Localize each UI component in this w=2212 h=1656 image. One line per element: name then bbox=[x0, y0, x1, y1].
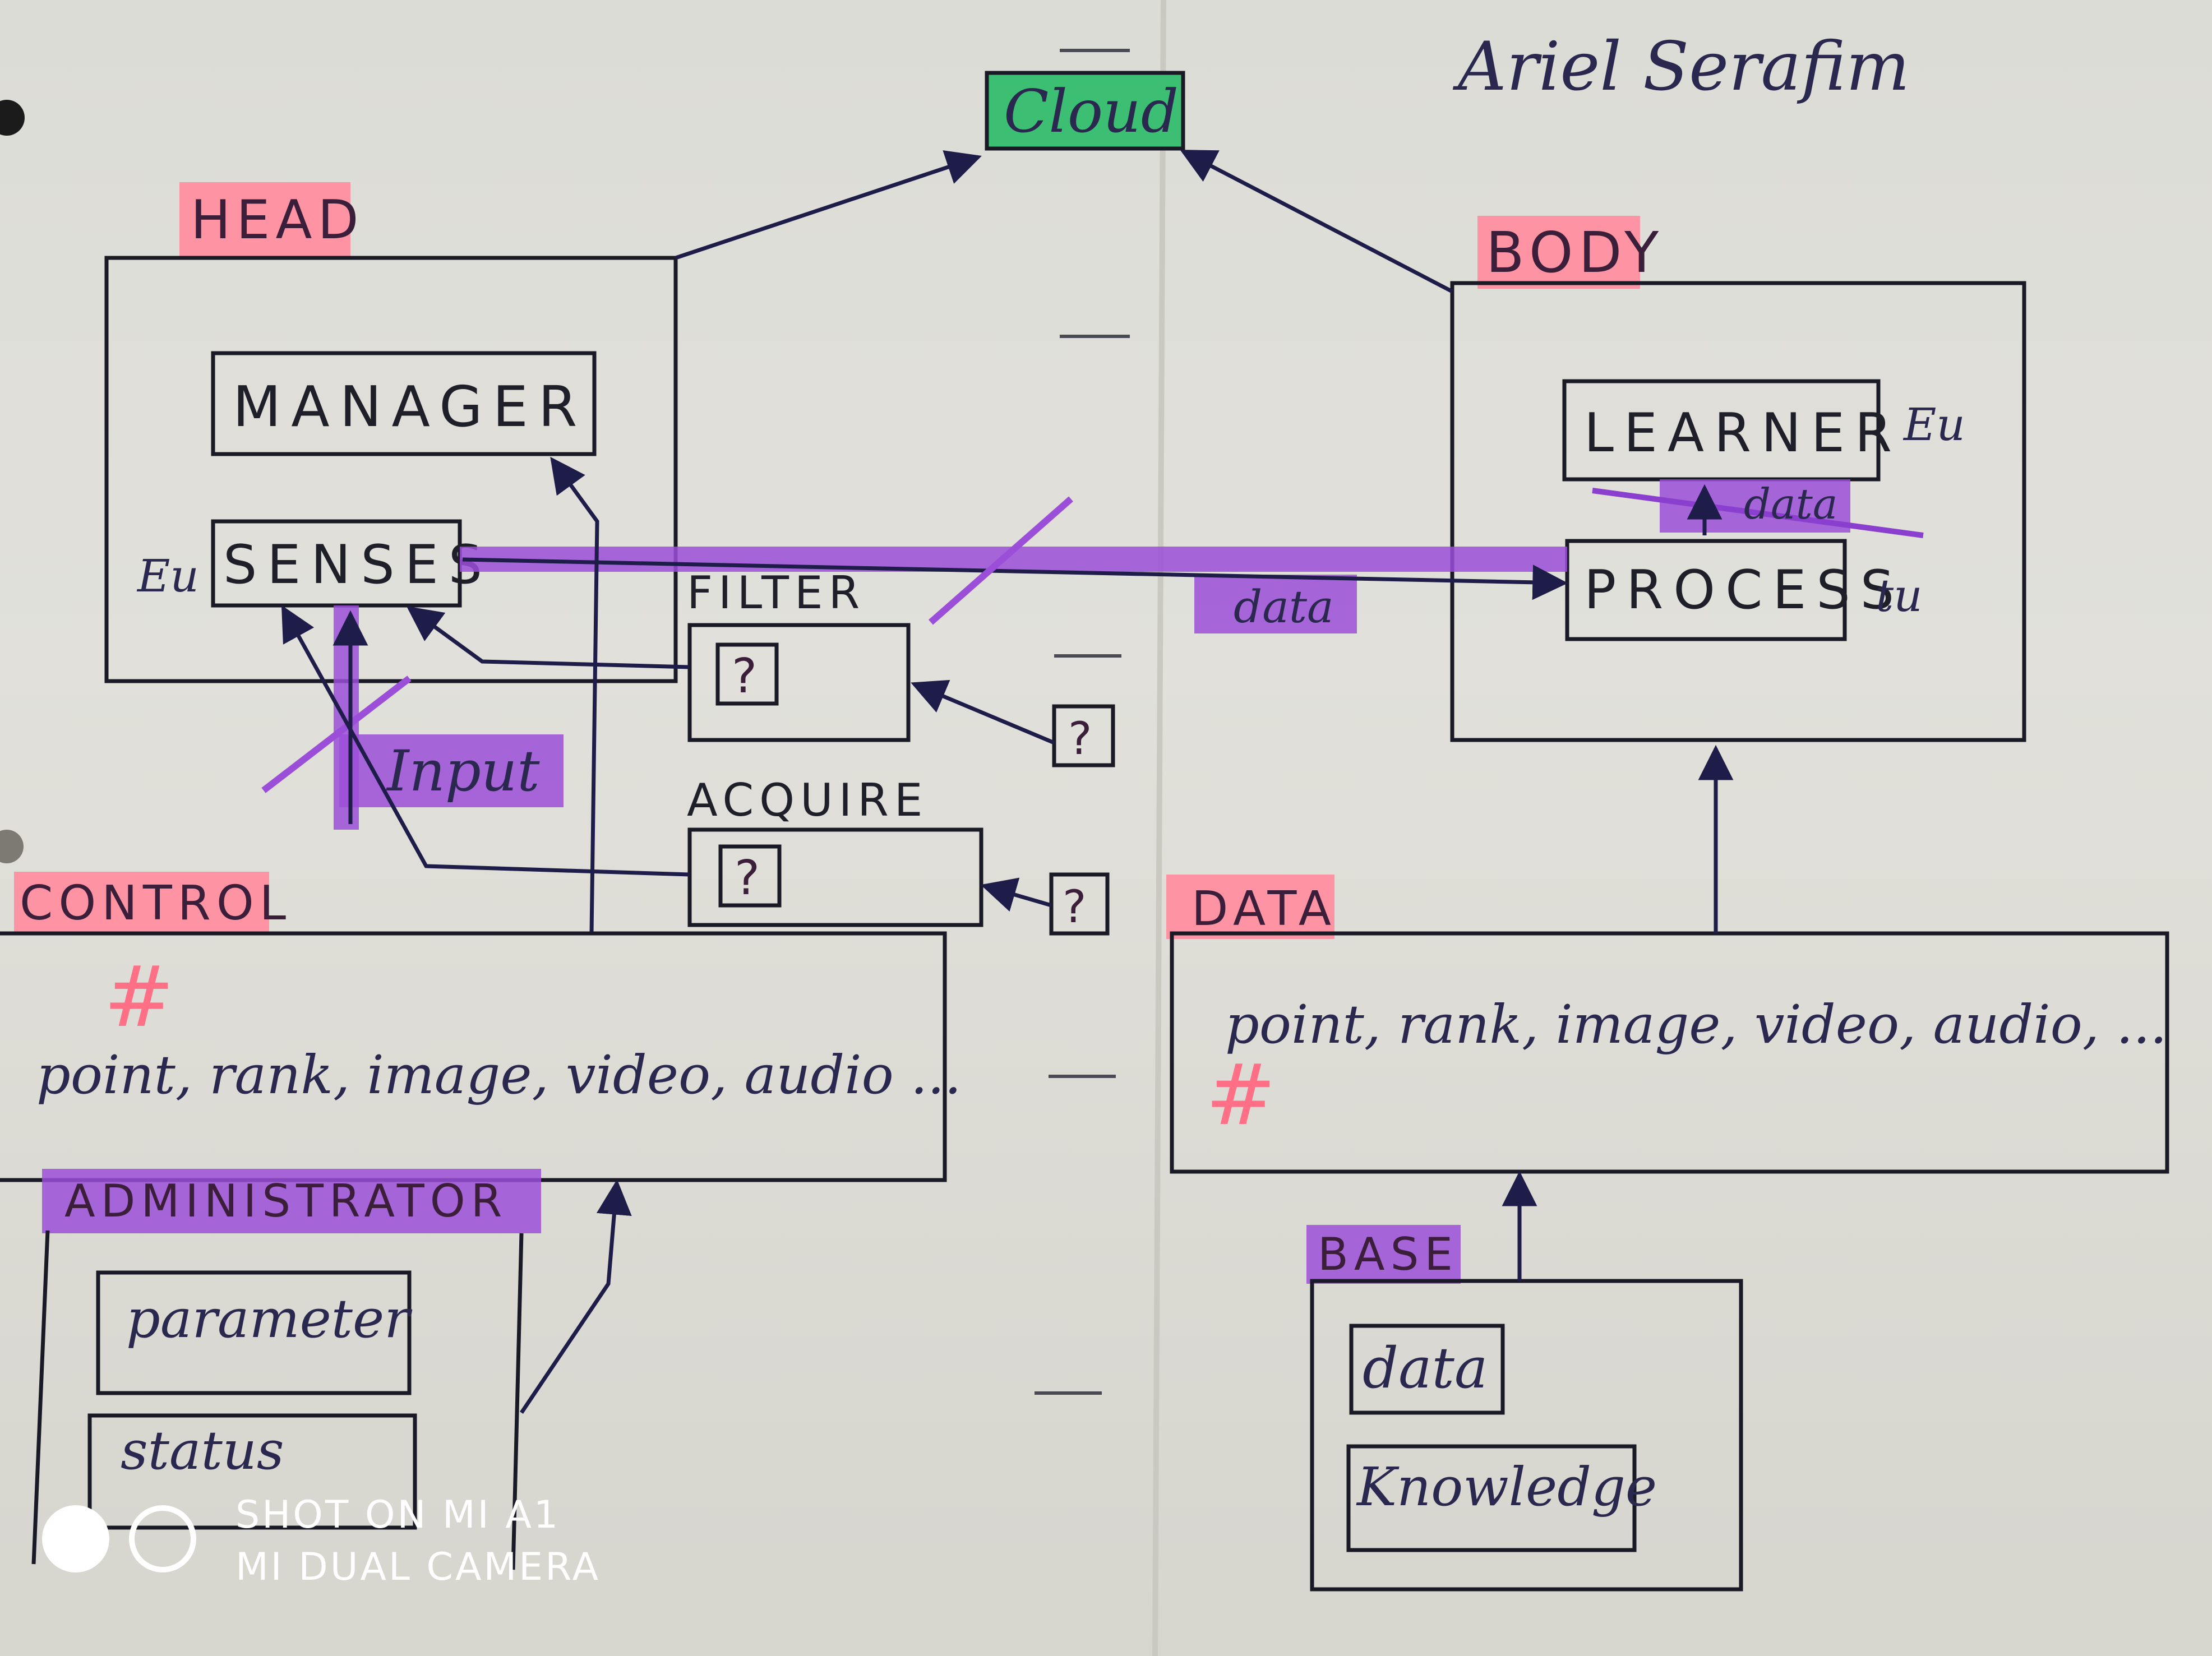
filter-source-box bbox=[1052, 704, 1115, 767]
senses-label: SENSES bbox=[223, 534, 492, 596]
base-box bbox=[1310, 1279, 1743, 1592]
parameter-box bbox=[96, 1270, 412, 1395]
input-strike bbox=[261, 676, 412, 793]
base-data-box bbox=[1349, 1324, 1505, 1415]
page-fold bbox=[1152, 0, 1166, 1656]
data-flow-arrow bbox=[462, 557, 1568, 600]
acquire-inner-box bbox=[718, 844, 782, 908]
data-tag-highlight bbox=[1166, 875, 1334, 939]
watermark-line1: SHOT ON MI A1 bbox=[235, 1493, 560, 1537]
control-mark: # bbox=[104, 949, 174, 1046]
administrator-frame bbox=[31, 1230, 524, 1570]
cloud-box bbox=[985, 71, 1185, 151]
data-flow-label: data bbox=[1234, 581, 1334, 633]
ruled-dashes bbox=[1035, 49, 1130, 1395]
filter-title: FILTER bbox=[687, 567, 865, 619]
acquire-source-arrow bbox=[980, 877, 1052, 912]
filter-inner-mark: ? bbox=[732, 649, 763, 704]
filter-inner-box bbox=[715, 642, 779, 706]
knowledge-box bbox=[1346, 1444, 1637, 1552]
control-tag-highlight bbox=[14, 872, 269, 933]
filter-source-mark: ? bbox=[1068, 713, 1097, 765]
input-label: Input bbox=[386, 738, 540, 804]
knowledge-label: Knowledge bbox=[1356, 1456, 1657, 1518]
acquire-to-senses-arrow bbox=[281, 605, 690, 877]
head-to-cloud-arrow bbox=[675, 150, 982, 260]
data-flow-strike bbox=[929, 496, 1073, 625]
head-tag: HEAD bbox=[191, 189, 364, 251]
control-tag: CONTROL bbox=[20, 876, 292, 931]
data-types: point, rank, image, video, audio, ... bbox=[1225, 994, 2167, 1056]
manager-label: MANAGER bbox=[233, 374, 587, 440]
status-label: status bbox=[121, 1420, 284, 1482]
filter-to-senses-arrow bbox=[406, 606, 690, 669]
data-mark: # bbox=[1206, 1047, 1276, 1144]
camera-dot-icon bbox=[42, 1505, 109, 1572]
parameter-label: parameter bbox=[126, 1288, 413, 1350]
head-box bbox=[104, 256, 678, 683]
administrator-tag: ADMINISTRATOR bbox=[64, 1175, 507, 1227]
head-tag-highlight bbox=[179, 182, 350, 258]
data-flow-label-highlight bbox=[1194, 575, 1357, 633]
administrator-tag-highlight bbox=[42, 1169, 541, 1233]
camera-ring-icon bbox=[129, 1505, 196, 1572]
cloud-label: Cloud bbox=[1004, 77, 1179, 146]
base-data-label: data bbox=[1363, 1335, 1488, 1401]
control-types: point, rank, image, video, audio ... bbox=[36, 1044, 962, 1106]
input-label-highlight bbox=[339, 734, 564, 807]
data-box bbox=[1170, 931, 2169, 1174]
binder-hole bbox=[0, 830, 24, 863]
acquire-inner-mark: ? bbox=[735, 850, 765, 906]
filter-source-arrow bbox=[911, 679, 1055, 745]
body-tag-highlight bbox=[1477, 216, 1640, 289]
status-box bbox=[87, 1413, 417, 1530]
acquire-source-mark: ? bbox=[1063, 881, 1092, 933]
process-note: tu bbox=[1876, 570, 1923, 622]
filter-box bbox=[687, 623, 911, 742]
process-label: PROCESS bbox=[1584, 559, 1904, 621]
binder-hole bbox=[0, 100, 25, 136]
manager-box bbox=[211, 351, 597, 456]
control-to-manager-arrow bbox=[550, 456, 599, 934]
body-to-cloud-arrow bbox=[1180, 149, 1453, 294]
signature: Ariel Serafim bbox=[1452, 28, 1910, 106]
body-tag: BODY bbox=[1486, 220, 1664, 285]
base-tag: BASE bbox=[1318, 1228, 1458, 1280]
acquire-box bbox=[687, 827, 983, 927]
administrator-to-control-arrow bbox=[520, 1179, 632, 1414]
learner-label: LEARNER bbox=[1584, 403, 1902, 464]
base-tag-highlight bbox=[1306, 1225, 1461, 1284]
learner-data-strike bbox=[1592, 488, 1924, 538]
cloud-highlight bbox=[987, 73, 1183, 149]
body-box bbox=[1450, 281, 2026, 742]
learner-note: Eu bbox=[1902, 399, 1965, 451]
data-tag: DATA bbox=[1192, 881, 1337, 937]
watermark-line2: MI DUAL CAMERA bbox=[235, 1545, 601, 1589]
senses-note: Eu bbox=[136, 550, 199, 602]
learner-data-label: data bbox=[1744, 479, 1838, 529]
acquire-title: ACQUIRE bbox=[687, 774, 928, 826]
